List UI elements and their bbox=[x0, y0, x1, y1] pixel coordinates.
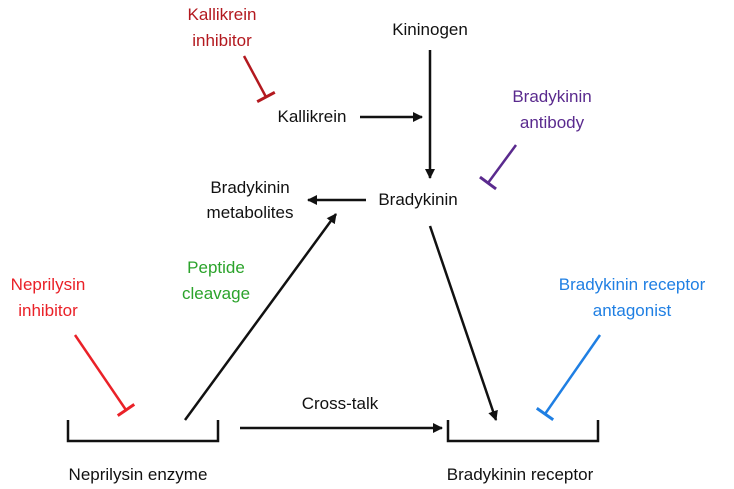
bradykinin-receptor-label: Bradykinin receptor bbox=[447, 465, 594, 484]
neprilysin-inhibitor-label-2: inhibitor bbox=[18, 301, 78, 320]
neprilysin-enzyme-bracket bbox=[66, 420, 220, 443]
neprilysin-inhibitor-line bbox=[73, 334, 128, 411]
neprilysin-enzyme-label: Neprilysin enzyme bbox=[69, 465, 208, 484]
kininogen-label: Kininogen bbox=[392, 20, 468, 39]
neprilysin-inhibitor-tbar bbox=[116, 403, 136, 417]
bradykinin-receptor-bracket bbox=[446, 420, 600, 443]
kallikrein-inhibitor-label-1: Kallikrein bbox=[188, 5, 257, 24]
kallikrein-inhibitor-label-2: inhibitor bbox=[192, 31, 252, 50]
receptor-antagonist-line bbox=[543, 334, 602, 415]
metabolites-label-1: Bradykinin bbox=[210, 178, 289, 197]
peptide-cleavage-arrow bbox=[183, 213, 338, 421]
peptide-cleavage-label-1: Peptide bbox=[187, 258, 245, 277]
receptor-antagonist-label-2: antagonist bbox=[593, 301, 672, 320]
cross-talk-label: Cross-talk bbox=[302, 394, 379, 413]
kallikrein-inhibitor-line bbox=[242, 55, 268, 98]
peptide-cleavage-label-2: cleavage bbox=[182, 284, 250, 303]
bradykinin-antibody-label-1: Bradykinin bbox=[512, 87, 591, 106]
kallikrein-label: Kallikrein bbox=[278, 107, 347, 126]
bradykinin-to-receptor-arrow bbox=[428, 225, 498, 421]
neprilysin-inhibitor-label-1: Neprilysin bbox=[11, 275, 86, 294]
kallikrein-inhibitor-tbar bbox=[256, 90, 276, 104]
metabolites-label-2: metabolites bbox=[207, 203, 294, 222]
bradykinin-antibody-tbar bbox=[479, 175, 497, 191]
receptor-antagonist-label-1: Bradykinin receptor bbox=[559, 275, 706, 294]
receptor-antagonist-tbar bbox=[535, 407, 555, 421]
bradykinin-antibody-line bbox=[486, 144, 518, 184]
bradykinin-antibody-label-2: antibody bbox=[520, 113, 585, 132]
bradykinin-label: Bradykinin bbox=[378, 190, 457, 209]
